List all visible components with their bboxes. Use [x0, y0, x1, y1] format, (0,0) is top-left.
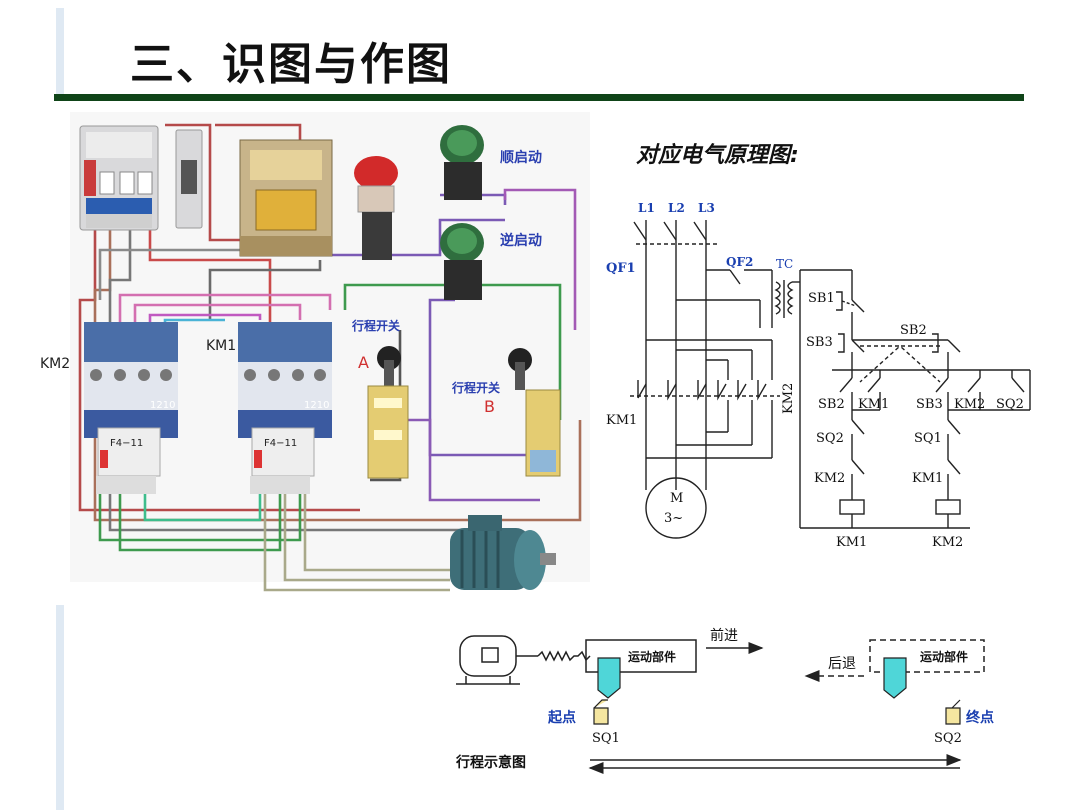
qf1-label: QF1 [606, 261, 636, 276]
sq2-left-label: SQ2 [816, 431, 844, 446]
wiring-photo [70, 112, 590, 592]
sq2-label: SQ2 [934, 731, 962, 746]
decor-stripe-bottom [56, 605, 64, 810]
km2-main-label: KM2 [781, 383, 796, 414]
start-point-label: 起点 [547, 709, 576, 726]
forward-label: 前进 [710, 627, 738, 644]
motor-3phase-label: 3~ [664, 511, 683, 526]
km2-label: KM2 [40, 356, 70, 372]
contactor-model-right: 1210 [304, 400, 329, 411]
relay-right-label: F4−11 [264, 438, 297, 449]
schematic-heading: 对应电气原理图: [636, 142, 799, 168]
sb3-top-label: SB3 [806, 335, 833, 350]
sb3-mid-label: SB3 [916, 397, 943, 412]
tc-label: TC [776, 257, 793, 271]
sb1-label: SB1 [808, 291, 835, 306]
sq1-switch-icon [593, 699, 609, 725]
title-underline [54, 94, 1024, 101]
travel-switch-a-letter: A [358, 353, 369, 372]
qf2-label: QF2 [726, 255, 753, 269]
km2-mid-label: KM2 [954, 397, 985, 412]
km1-coil-label: KM1 [836, 535, 867, 550]
sq2-switch-icon [945, 699, 961, 725]
km1-right-label: KM1 [912, 471, 943, 486]
contactor-model-left: 1210 [150, 400, 175, 411]
km1-main-label: KM1 [606, 413, 637, 428]
backward-label: 后退 [828, 656, 856, 672]
left-cam-icon [597, 657, 621, 699]
l1-label: L1 [638, 201, 655, 215]
sq1-label: SQ1 [592, 731, 620, 746]
sb2-mid-label: SB2 [818, 397, 845, 412]
sq2-mid-label: SQ2 [996, 397, 1024, 412]
travel-diagram-label: 行程示意图 [455, 754, 526, 771]
km2-coil-label: KM2 [932, 535, 963, 550]
reverse-start-label: 逆启动 [500, 232, 542, 249]
travel-switch-b-label: 行程开关 [451, 380, 500, 395]
travel-diagram [456, 635, 985, 774]
schematic [630, 220, 1031, 539]
km2-left-label: KM2 [814, 471, 845, 486]
moving-part-right: 运动部件 [920, 649, 968, 664]
moving-part-left: 运动部件 [628, 649, 676, 664]
sb2-top-label: SB2 [900, 323, 927, 338]
relay-left-label: F4−11 [110, 438, 143, 449]
l3-label: L3 [698, 201, 715, 215]
decor-stripe-top [56, 8, 64, 96]
travel-switch-a-label: 行程开关 [351, 318, 400, 333]
end-point-label: 终点 [966, 709, 994, 726]
forward-start-label: 顺启动 [500, 149, 542, 166]
km1-label: KM1 [206, 338, 236, 354]
km1-mid-label: KM1 [858, 397, 889, 412]
sq1-right-label: SQ1 [914, 431, 942, 446]
travel-switch-b-letter: B [484, 397, 495, 416]
right-cam-icon [883, 657, 907, 699]
motor-m-label: M [670, 491, 683, 506]
l2-label: L2 [668, 201, 685, 215]
page-title: 三、识图与作图 [130, 39, 452, 90]
